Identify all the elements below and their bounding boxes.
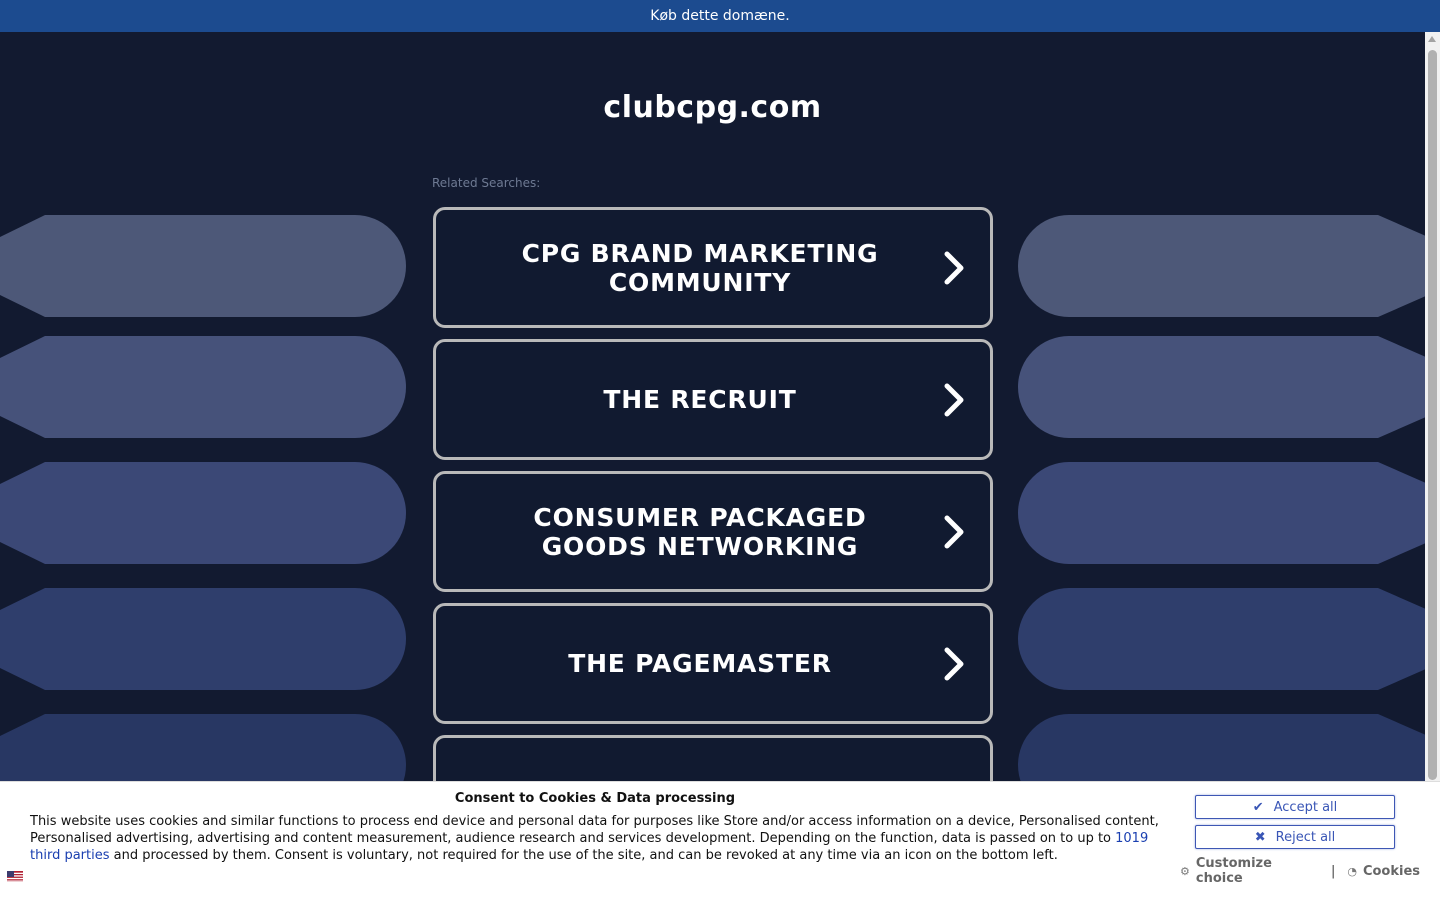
consent-text: This website uses cookies and similar fu…	[30, 813, 1165, 864]
related-search-label: CPG BRAND MARKETING COMMUNITY	[521, 238, 879, 297]
domain-title: clubcpg.com	[603, 90, 822, 125]
related-search-button[interactable]: CPG BRAND MARKETING COMMUNITY	[433, 207, 993, 328]
x-icon: ✖	[1254, 829, 1266, 845]
consent-links: ⚙ Customize choice | ◔ Cookies	[1180, 856, 1420, 886]
parked-page: clubcpg.com Related Searches: CPG BRAND …	[0, 32, 1425, 900]
consent-text-part: This website uses cookies and similar fu…	[30, 814, 1159, 846]
reject-all-label: Reject all	[1275, 829, 1336, 845]
chevron-right-icon	[944, 383, 964, 416]
chevron-right-icon	[944, 647, 964, 680]
related-search-button[interactable]: THE RECRUIT	[433, 339, 993, 460]
scrollbar-thumb[interactable]	[1428, 50, 1437, 780]
accept-all-button[interactable]: ✔ Accept all	[1195, 795, 1395, 819]
decorative-shape	[1018, 215, 1425, 317]
scroll-up-icon[interactable]	[1428, 36, 1436, 42]
decorative-shape	[1018, 588, 1425, 690]
buy-domain-banner[interactable]: Køb dette domæne.	[0, 0, 1440, 32]
flag-icon[interactable]	[7, 871, 23, 882]
chevron-right-icon	[944, 515, 964, 548]
cookie-icon: ◔	[1347, 864, 1357, 878]
related-searches-label: Related Searches:	[432, 176, 541, 190]
decorative-shape	[0, 588, 420, 690]
check-icon: ✔	[1252, 799, 1264, 815]
decorative-shape	[1018, 336, 1425, 438]
related-search-label: THE RECRUIT	[603, 385, 797, 414]
cookie-consent-banner: Consent to Cookies & Data processing Thi…	[0, 781, 1440, 900]
decorative-shape	[0, 215, 420, 317]
reject-all-button[interactable]: ✖ Reject all	[1195, 825, 1395, 849]
consent-text-part: and processed by them. Consent is volunt…	[109, 848, 1058, 863]
decorative-shape	[1018, 462, 1425, 564]
cookies-link[interactable]: Cookies	[1362, 863, 1420, 879]
decorative-shape	[0, 336, 420, 438]
third-parties-link[interactable]: 1019 third parties	[30, 831, 1149, 863]
decorative-shape	[0, 462, 420, 564]
related-search-button[interactable]: CONSUMER PACKAGED GOODS NETWORKING	[433, 471, 993, 592]
scrollbar[interactable]	[1425, 32, 1440, 900]
gear-icon: ⚙	[1180, 864, 1190, 878]
buy-domain-link[interactable]: Køb dette domæne.	[650, 8, 790, 24]
related-search-label: CONSUMER PACKAGED GOODS NETWORKING	[533, 502, 867, 561]
customize-choice-link[interactable]: Customize choice	[1195, 856, 1272, 886]
consent-title: Consent to Cookies & Data processing	[454, 791, 736, 806]
related-search-button[interactable]: THE PAGEMASTER	[433, 603, 993, 724]
links-separator: |	[1330, 863, 1336, 879]
chevron-right-icon	[944, 251, 964, 284]
related-search-label: THE PAGEMASTER	[568, 649, 832, 678]
accept-all-label: Accept all	[1273, 799, 1338, 815]
